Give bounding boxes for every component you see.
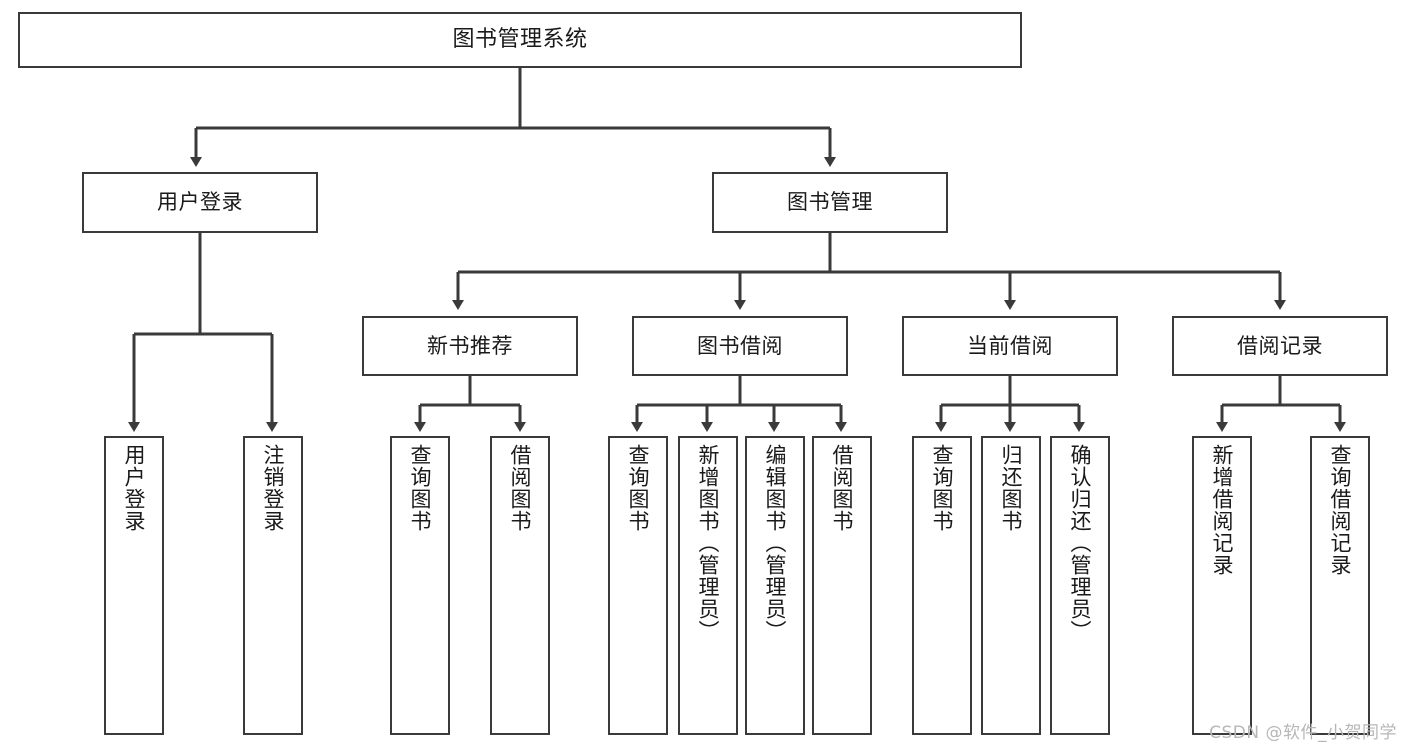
node-label: 借阅记录 — [1237, 333, 1323, 358]
node-label: 新书推荐 — [427, 333, 513, 358]
leaf-add-book-admin[interactable]: 新增图书（管理员） — [678, 436, 738, 735]
node-current-borrow[interactable]: 当前借阅 — [902, 316, 1118, 376]
leaf-borrow-book-1[interactable]: 借阅图书 — [490, 436, 550, 735]
leaf-add-borrow-record[interactable]: 新增借阅记录 — [1192, 436, 1252, 735]
leaf-borrow-book-2[interactable]: 借阅图书 — [812, 436, 872, 735]
node-borrow-record[interactable]: 借阅记录 — [1172, 316, 1388, 376]
node-label: 借阅图书 — [508, 444, 533, 532]
leaf-logout[interactable]: 注销登录 — [243, 436, 303, 735]
node-label: 确认归还（管理员） — [1068, 444, 1093, 642]
leaf-query-borrow-record[interactable]: 查询借阅记录 — [1310, 436, 1370, 735]
leaf-query-book-3[interactable]: 查询图书 — [912, 436, 972, 735]
leaf-edit-book-admin[interactable]: 编辑图书（管理员） — [745, 436, 805, 735]
node-label: 图书借阅 — [697, 333, 783, 358]
node-label: 编辑图书（管理员） — [763, 444, 788, 642]
node-new-book-recommend[interactable]: 新书推荐 — [362, 316, 578, 376]
node-label: 查询借阅记录 — [1328, 444, 1353, 576]
node-label: 用户登录 — [122, 444, 147, 532]
node-label: 查询图书 — [408, 444, 433, 532]
node-label: 新增借阅记录 — [1210, 444, 1235, 576]
node-label: 借阅图书 — [830, 444, 855, 532]
node-label: 查询图书 — [626, 444, 651, 532]
csdn-watermark: CSDN @软件_小贺同学 — [1209, 723, 1397, 743]
node-label: 图书管理系统 — [452, 27, 588, 53]
node-book-borrow[interactable]: 图书借阅 — [632, 316, 848, 376]
leaf-query-book-2[interactable]: 查询图书 — [608, 436, 668, 735]
node-label: 归还图书 — [999, 444, 1024, 532]
node-label: 当前借阅 — [967, 333, 1053, 358]
node-label: 用户登录 — [157, 190, 243, 215]
leaf-query-book-1[interactable]: 查询图书 — [390, 436, 450, 735]
node-user-login[interactable]: 用户登录 — [82, 172, 318, 233]
node-book-management[interactable]: 图书管理 — [712, 172, 948, 233]
leaf-return-book[interactable]: 归还图书 — [981, 436, 1041, 735]
node-label: 注销登录 — [261, 444, 286, 532]
node-label: 图书管理 — [787, 190, 873, 215]
node-label: 新增图书（管理员） — [696, 444, 721, 642]
leaf-confirm-return-admin[interactable]: 确认归还（管理员） — [1050, 436, 1110, 735]
leaf-user-login[interactable]: 用户登录 — [104, 436, 164, 735]
node-book-management-system[interactable]: 图书管理系统 — [18, 12, 1022, 68]
node-label: 查询图书 — [930, 444, 955, 532]
